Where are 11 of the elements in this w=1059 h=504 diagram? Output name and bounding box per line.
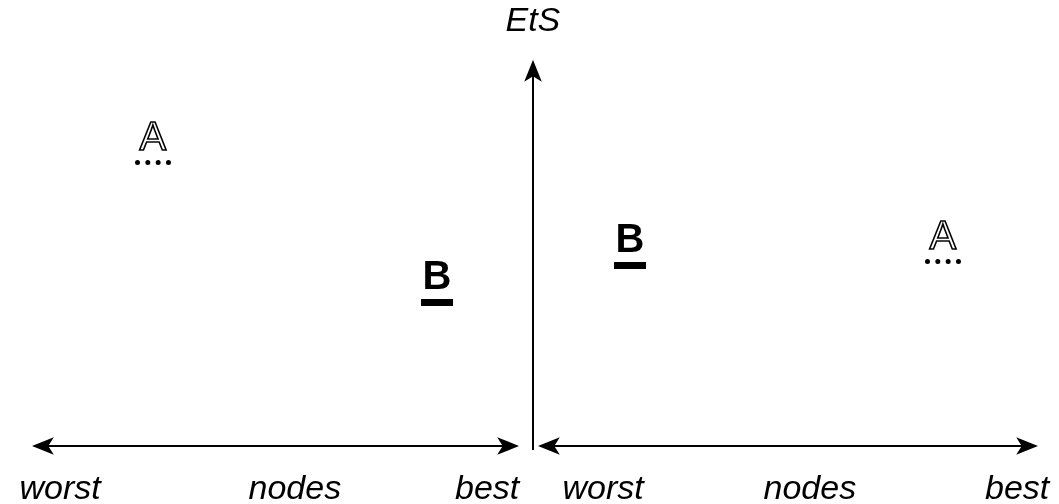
- axis-label: nodes: [248, 470, 342, 504]
- axis-label: best: [455, 470, 520, 504]
- letter-label: B: [613, 218, 647, 269]
- letter-label: A: [924, 215, 962, 264]
- axis-label: nodes: [763, 470, 857, 504]
- axis-label: best: [985, 470, 1050, 504]
- axis-label: worst: [19, 470, 101, 504]
- letter-label: B: [420, 255, 454, 306]
- letter-label: A: [134, 116, 172, 165]
- axis-title: EtS: [505, 2, 561, 36]
- axis-label: worst: [562, 470, 644, 504]
